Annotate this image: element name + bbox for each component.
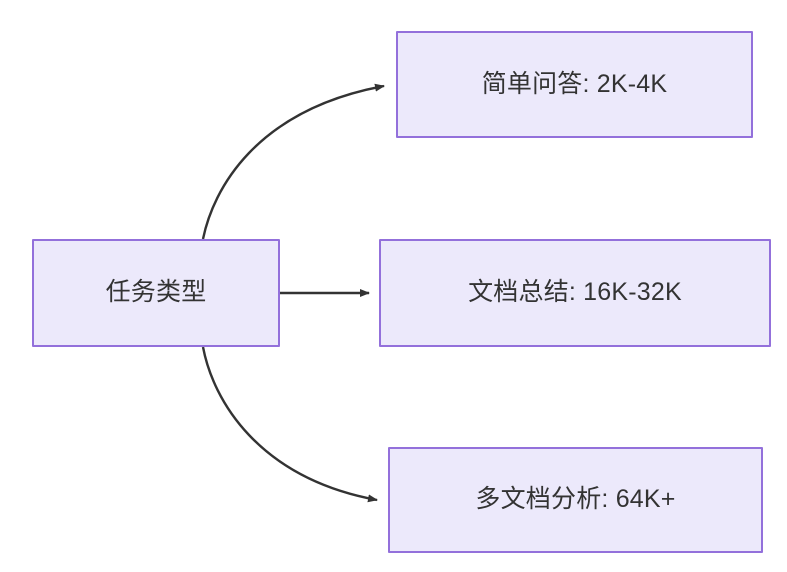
- node-simple-qa-label: 简单问答: 2K-4K: [481, 69, 668, 98]
- node-doc-summary-label: 文档总结: 16K-32K: [468, 278, 682, 307]
- node-task-type-label: 任务类型: [105, 278, 207, 307]
- edge-source-to-simple-qa: [201, 83, 385, 240]
- node-simple-qa[interactable]: 简单问答: 2K-4K: [396, 31, 753, 138]
- node-doc-summary[interactable]: 文档总结: 16K-32K: [379, 239, 771, 347]
- edge-source-to-multi-doc: [201, 346, 378, 503]
- node-multi-doc-label: 多文档分析: 64K+: [475, 485, 676, 514]
- node-multi-doc[interactable]: 多文档分析: 64K+: [388, 447, 763, 553]
- node-task-type[interactable]: 任务类型: [32, 239, 280, 347]
